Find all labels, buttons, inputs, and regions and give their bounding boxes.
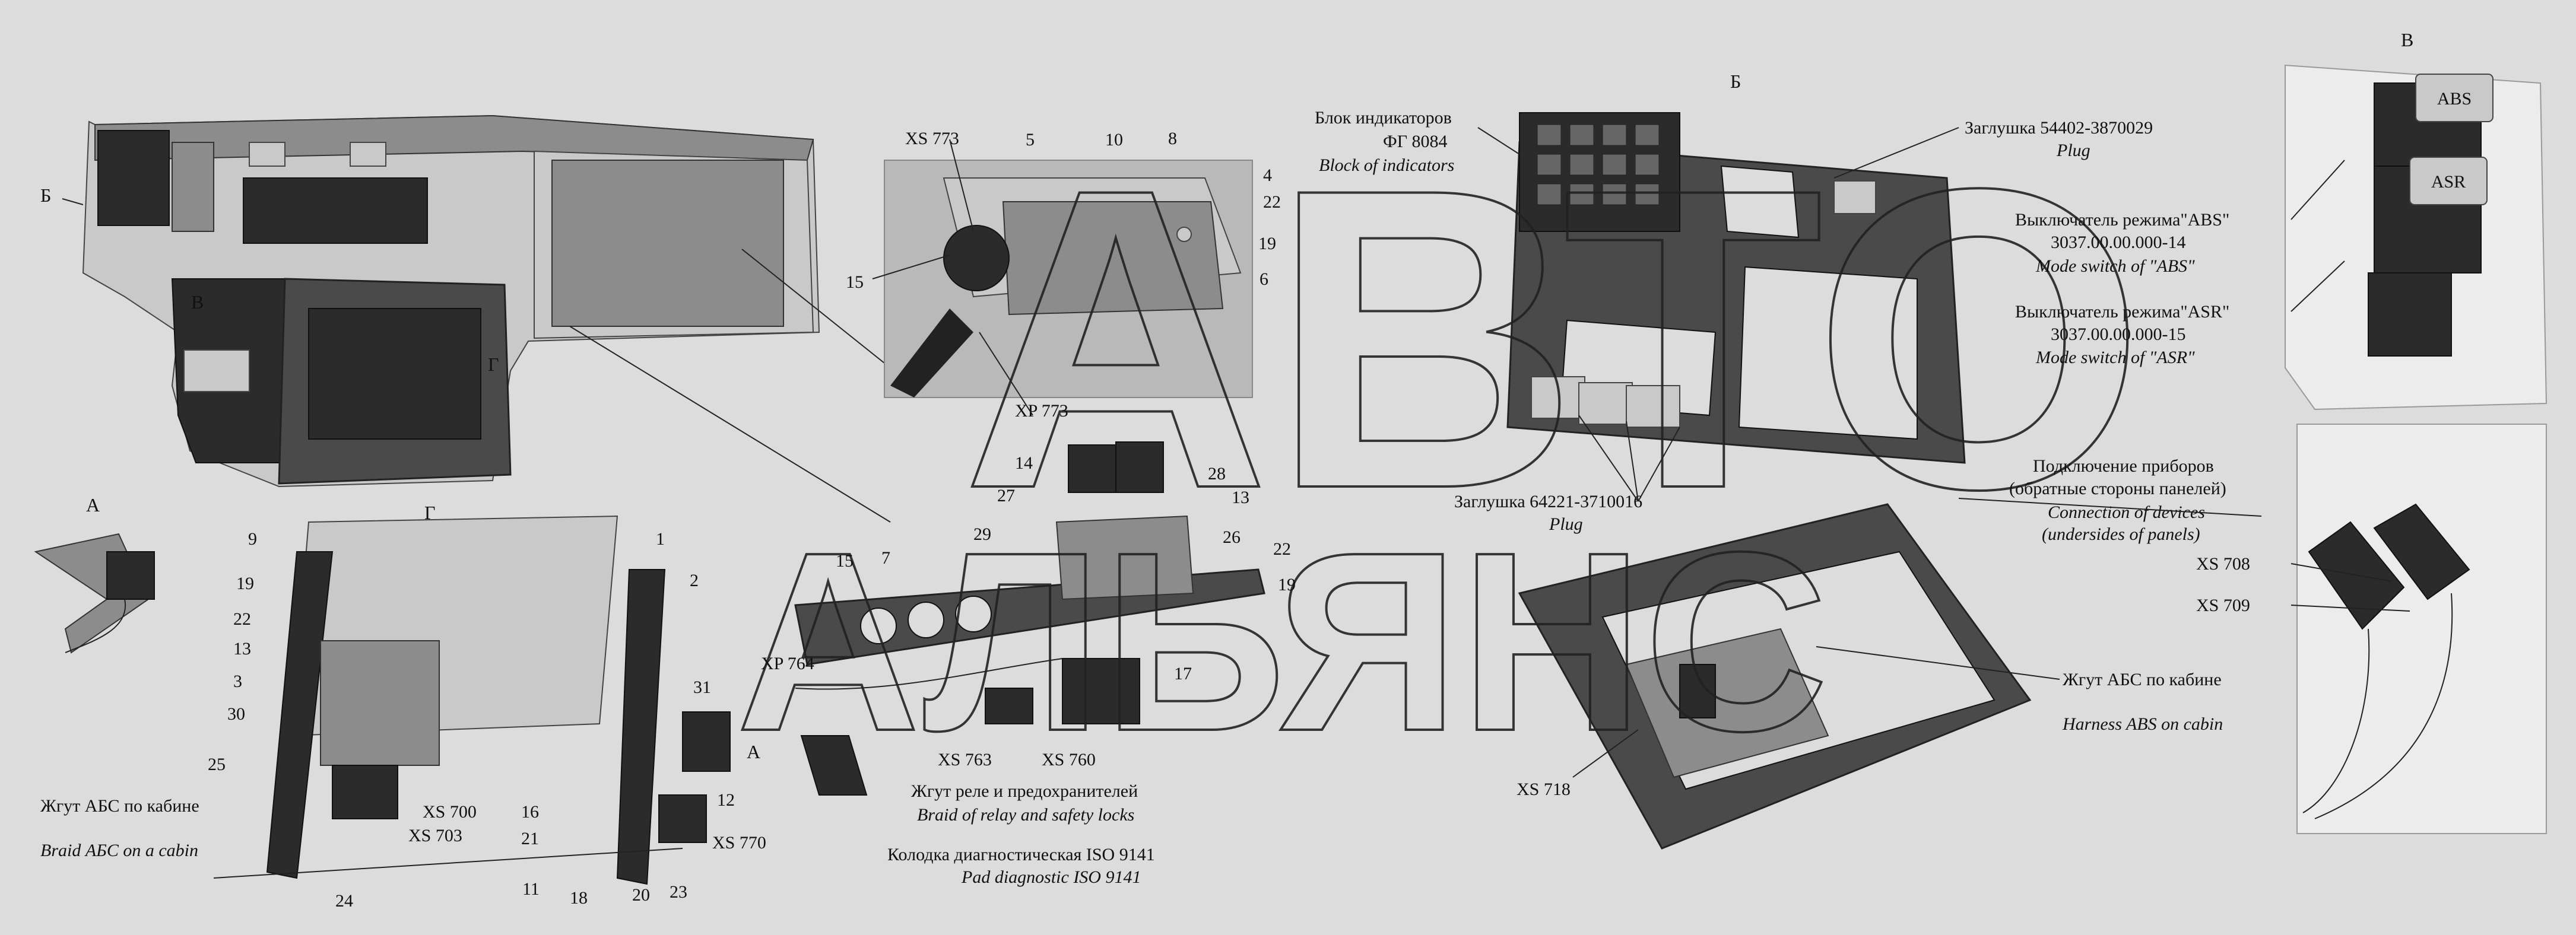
view-b-title: Б <box>1730 71 1741 92</box>
callout-18: 18 <box>570 888 588 908</box>
asr-switch-ru: Выключатель режима"ASR" <box>2015 302 2229 322</box>
watermark-line1: АВТО <box>962 100 2145 577</box>
relay-harness-ru: Жгут реле и предохранителей <box>911 781 1138 801</box>
callout-22-mid: 22 <box>1273 539 1291 559</box>
view-v-switches: ABS ASR <box>2285 64 2548 411</box>
callout-24: 24 <box>335 891 353 911</box>
harness-detail <box>2296 424 2547 834</box>
callout-6: 6 <box>1260 269 1268 289</box>
panel-g <box>213 515 731 885</box>
callout-22-low: 22 <box>233 609 251 629</box>
diag-pad-en: Pad diagnostic ISO 9141 <box>961 867 1141 887</box>
callout-xs708: XS 708 <box>2196 554 2250 574</box>
callout-17: 17 <box>1174 664 1192 683</box>
callout-xs770: XS 770 <box>712 833 766 853</box>
abs-switch-en: Mode switch of "ABS" <box>2035 256 2195 276</box>
abs-button-text: ABS <box>2437 89 2472 109</box>
callout-xs718: XS 718 <box>1517 780 1571 799</box>
view-a-title: А <box>86 494 100 516</box>
panel-b <box>1506 112 1966 464</box>
callout-27: 27 <box>997 486 1015 505</box>
watermark: АВТО АЛЬЯНС <box>735 98 2146 785</box>
devices-en-2: (undersides of panels) <box>2042 524 2200 544</box>
braid-abs-en: Braid АБС on a cabin <box>40 841 198 860</box>
callout-xs773: XS 773 <box>905 129 959 148</box>
indicator-block-code: ФГ 8084 <box>1383 132 1448 151</box>
callout-11: 11 <box>522 879 540 899</box>
braid-abs-ru: Жгут АБС по кабине <box>40 796 199 816</box>
callout-19-mid: 19 <box>1278 575 1296 594</box>
callout-13-mid: 13 <box>1232 488 1249 507</box>
callout-xs700: XS 700 <box>423 802 477 822</box>
callout-10: 10 <box>1105 130 1123 150</box>
callout-31: 31 <box>693 678 711 697</box>
callout-xp773: XP 773 <box>1015 401 1068 421</box>
bracket-a <box>34 533 155 654</box>
abs-switch-code: 3037.00.00.000-14 <box>2051 233 2186 252</box>
devices-ru-1: Подключение приборов <box>2033 456 2214 476</box>
asr-switch-en: Mode switch of "ASR" <box>2035 348 2195 367</box>
callout-19-low: 19 <box>236 574 254 593</box>
callout-2: 2 <box>690 571 699 590</box>
numeric-callouts: 5 10 8 4 22 19 6 15 14 28 27 13 29 26 22… <box>208 129 1296 911</box>
callout-12: 12 <box>717 790 735 810</box>
view-g-marker: Г <box>488 354 499 375</box>
indicator-block-ru: Блок индикаторов <box>1315 108 1452 128</box>
devices-ru-2: (обратные стороны панелей) <box>2009 479 2226 498</box>
callout-15-top: 15 <box>846 272 864 292</box>
asr-button-text: ASR <box>2431 172 2466 192</box>
plug-54402-ru: Заглушка 54402-3870029 <box>1965 118 2153 138</box>
watermark-line2: АЛЬЯНС <box>736 500 1828 784</box>
callout-21: 21 <box>521 829 539 848</box>
callout-xs760: XS 760 <box>1042 750 1096 769</box>
plug-64221-ru: Заглушка 64221-3710016 <box>1454 492 1642 511</box>
harness-abs-cab-ru: Жгут АБС по кабине <box>2063 670 2222 689</box>
callout-5: 5 <box>1026 130 1035 150</box>
dashboard-overview <box>82 115 891 523</box>
callout-16: 16 <box>521 802 539 822</box>
relay-harness-en: Braid of relay and safety locks <box>917 805 1134 825</box>
abs-switch-ru: Выключатель режима"ABS" <box>2015 210 2229 230</box>
diag-pad-ru: Колодка диагностическая ISO 9141 <box>887 845 1155 864</box>
callout-30: 30 <box>227 704 245 724</box>
connector-detail <box>884 160 1253 398</box>
callout-3: 3 <box>233 672 242 691</box>
view-v-title: В <box>2401 29 2413 50</box>
panels-underside <box>1518 503 2032 850</box>
view-a-marker: А <box>747 741 760 762</box>
callout-xs703: XS 703 <box>408 826 462 845</box>
callout-19-top: 19 <box>1258 234 1276 253</box>
plug-54402-en: Plug <box>2056 141 2090 160</box>
callout-15-mid: 15 <box>836 551 854 571</box>
callout-4: 4 <box>1263 166 1272 185</box>
asr-switch-code: 3037.00.00.000-15 <box>2051 325 2186 344</box>
callout-8: 8 <box>1168 129 1177 148</box>
callout-7: 7 <box>881 548 890 568</box>
callout-29: 29 <box>973 524 991 544</box>
view-v-marker: В <box>191 291 204 313</box>
callout-xs763: XS 763 <box>938 750 992 769</box>
plug-64221-en: Plug <box>1549 514 1583 534</box>
indicator-block-en: Block of indicators <box>1319 155 1454 175</box>
view-g-title: Г <box>424 502 436 523</box>
harness-abs-cab-en: Harness ABS on cabin <box>2062 714 2223 734</box>
callout-13-low: 13 <box>233 639 251 659</box>
callout-28: 28 <box>1208 464 1226 484</box>
view-b-marker: Б <box>40 185 51 206</box>
callout-xs709: XS 709 <box>2196 596 2250 615</box>
relay-plate <box>794 441 1265 796</box>
devices-en-1: Connection of devices <box>2048 503 2205 522</box>
callout-xp764: XP 764 <box>761 654 814 673</box>
callout-14: 14 <box>1015 453 1033 473</box>
callout-23: 23 <box>670 882 687 902</box>
leader-lines <box>62 127 2410 778</box>
callout-9: 9 <box>248 529 257 549</box>
callout-1: 1 <box>656 529 665 549</box>
callout-25: 25 <box>208 755 226 774</box>
callout-26: 26 <box>1223 527 1241 547</box>
callout-22-top: 22 <box>1263 192 1281 212</box>
callout-20: 20 <box>632 885 650 905</box>
